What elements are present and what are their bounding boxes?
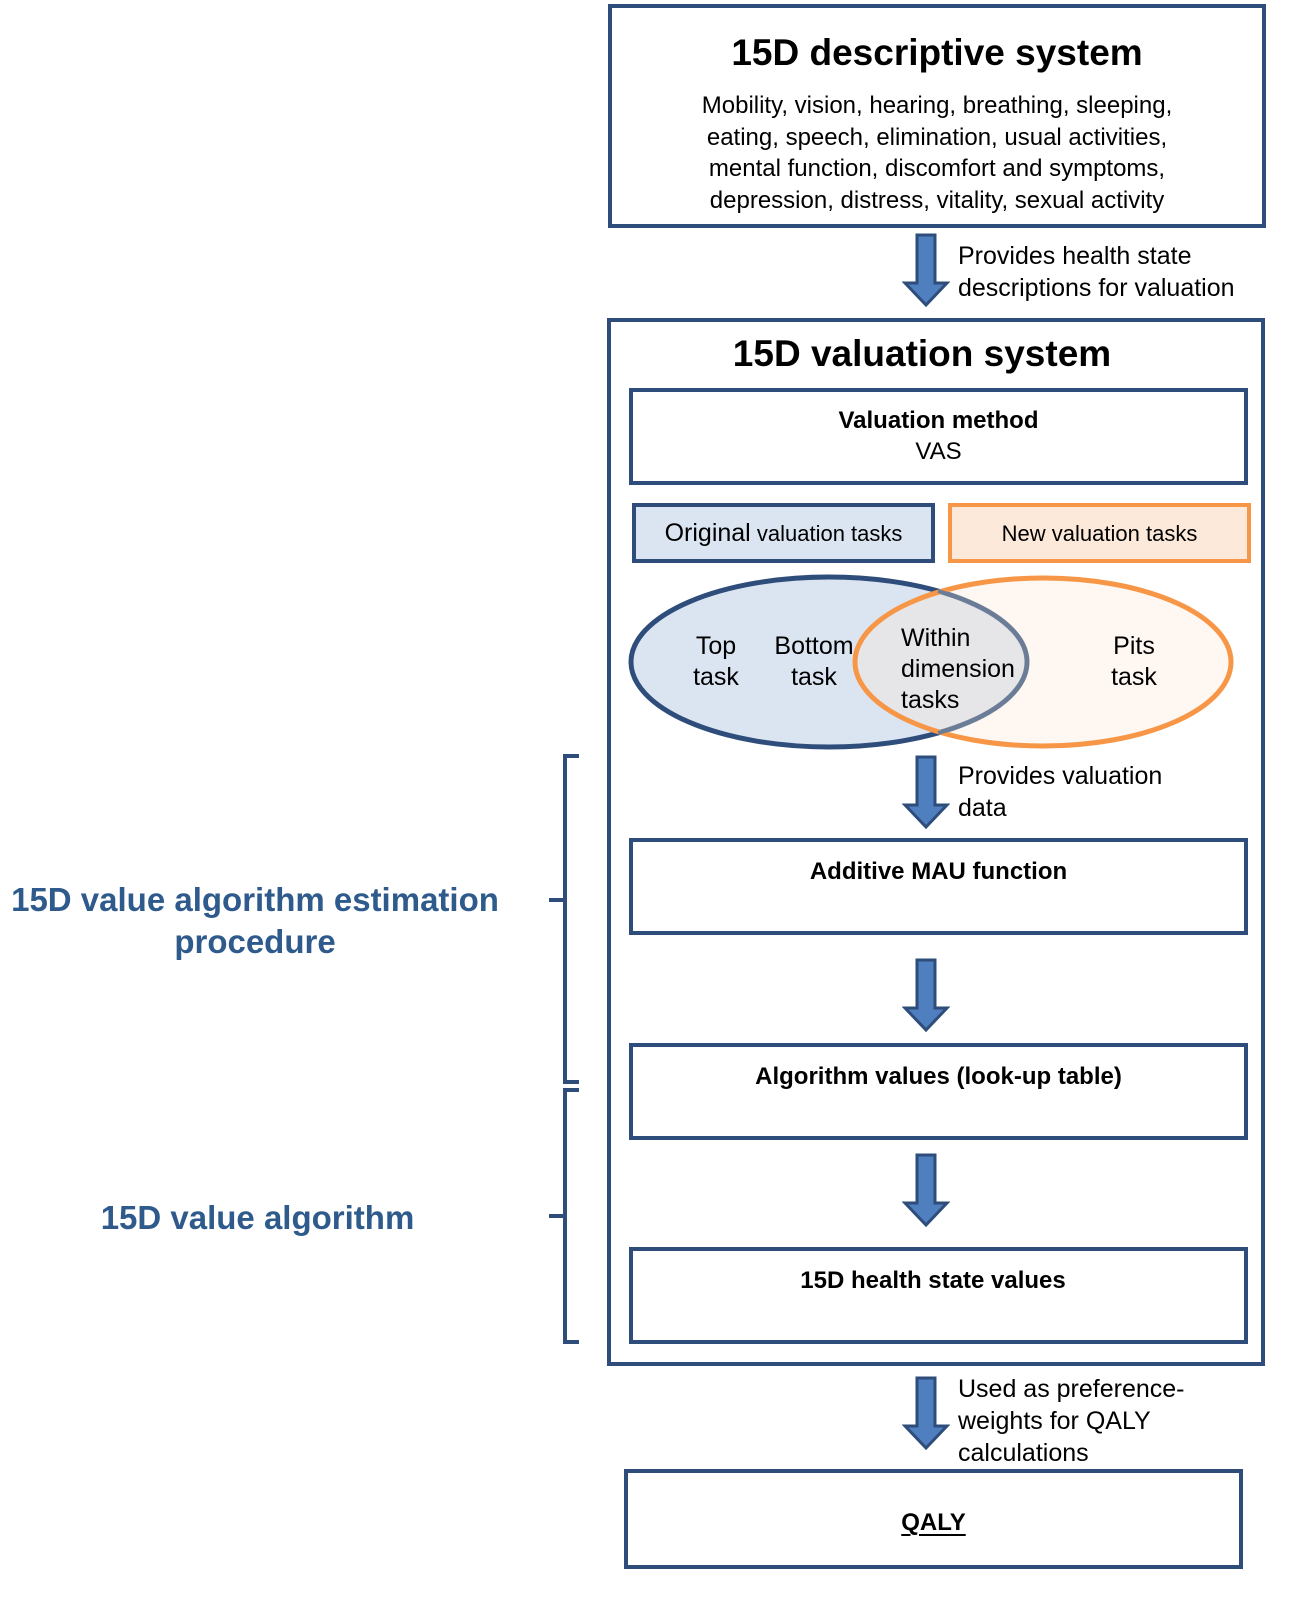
original-tasks-rest: valuation tasks bbox=[750, 521, 903, 546]
new-tasks-ellipse bbox=[852, 575, 1234, 749]
new-valuation-tasks-tag: New valuation tasks bbox=[948, 503, 1251, 563]
dimension-line: depression, distress, vitality, sexual a… bbox=[709, 186, 1165, 214]
descriptive-system-title: 15D descriptive system bbox=[731, 32, 1143, 73]
original-tasks-word: Original bbox=[664, 519, 751, 547]
original-ellipse-overlap-edge bbox=[937, 589, 1030, 735]
down-arrow-icon bbox=[902, 1153, 950, 1227]
health-state-values-label: 15D health state values bbox=[800, 1267, 1066, 1294]
mau-function-box: Additive MAU function bbox=[629, 838, 1248, 935]
valuation-method-box: Valuation method VAS bbox=[629, 388, 1248, 485]
valuation-method-label: Valuation method bbox=[838, 407, 1039, 434]
down-arrow-icon bbox=[902, 1376, 950, 1450]
within-dimension-tasks-label: Within dimension tasks bbox=[901, 624, 1015, 714]
qaly-box: QALY bbox=[624, 1469, 1243, 1569]
descriptive-system-box: 15D descriptive system Mobility, vision,… bbox=[608, 4, 1266, 228]
top-task-label: Top task bbox=[693, 632, 739, 691]
mau-function-label: Additive MAU function bbox=[809, 858, 1068, 885]
down-arrow-icon bbox=[902, 958, 950, 1032]
dimension-line: eating, speech, elimination, usual activ… bbox=[706, 123, 1168, 151]
arrow-note-preference-weights: Used as preference- weights for QALY cal… bbox=[958, 1375, 1185, 1467]
descriptive-system-dimensions: Mobility, vision, hearing, breathing, sl… bbox=[612, 90, 1262, 216]
bottom-task-label: Bottom task bbox=[774, 632, 854, 691]
estimation-procedure-label: 15D value algorithm estimation procedure bbox=[11, 881, 499, 960]
down-arrow-icon bbox=[902, 755, 950, 829]
arrow-note-valuation-data: Provides valuation data bbox=[958, 762, 1163, 822]
venn-diagram bbox=[628, 574, 1234, 750]
new-tasks-label: New valuation tasks bbox=[1001, 521, 1198, 546]
health-state-values-box: 15D health state values bbox=[629, 1247, 1248, 1344]
value-algorithm-label: 15D value algorithm bbox=[100, 1199, 415, 1236]
original-valuation-tasks-tag: Original valuation tasks bbox=[632, 503, 935, 563]
estimation-bracket bbox=[549, 754, 579, 1084]
arrow-note-health-state: Provides health state descriptions for v… bbox=[958, 242, 1235, 302]
pits-task-label: Pits task bbox=[1111, 632, 1157, 691]
algorithm-values-label: Algorithm values (look-up table) bbox=[755, 1063, 1122, 1090]
algorithm-bracket bbox=[549, 1088, 579, 1344]
valuation-method-value: VAS bbox=[915, 438, 962, 465]
dimension-line: mental function, discomfort and symptoms… bbox=[708, 155, 1166, 182]
dimension-line: Mobility, vision, hearing, breathing, sl… bbox=[701, 92, 1173, 119]
qaly-label: QALY bbox=[901, 1509, 966, 1536]
valuation-system-title: 15D valuation system bbox=[732, 333, 1112, 374]
down-arrow-icon bbox=[902, 233, 950, 307]
algorithm-values-box: Algorithm values (look-up table) bbox=[629, 1043, 1248, 1140]
